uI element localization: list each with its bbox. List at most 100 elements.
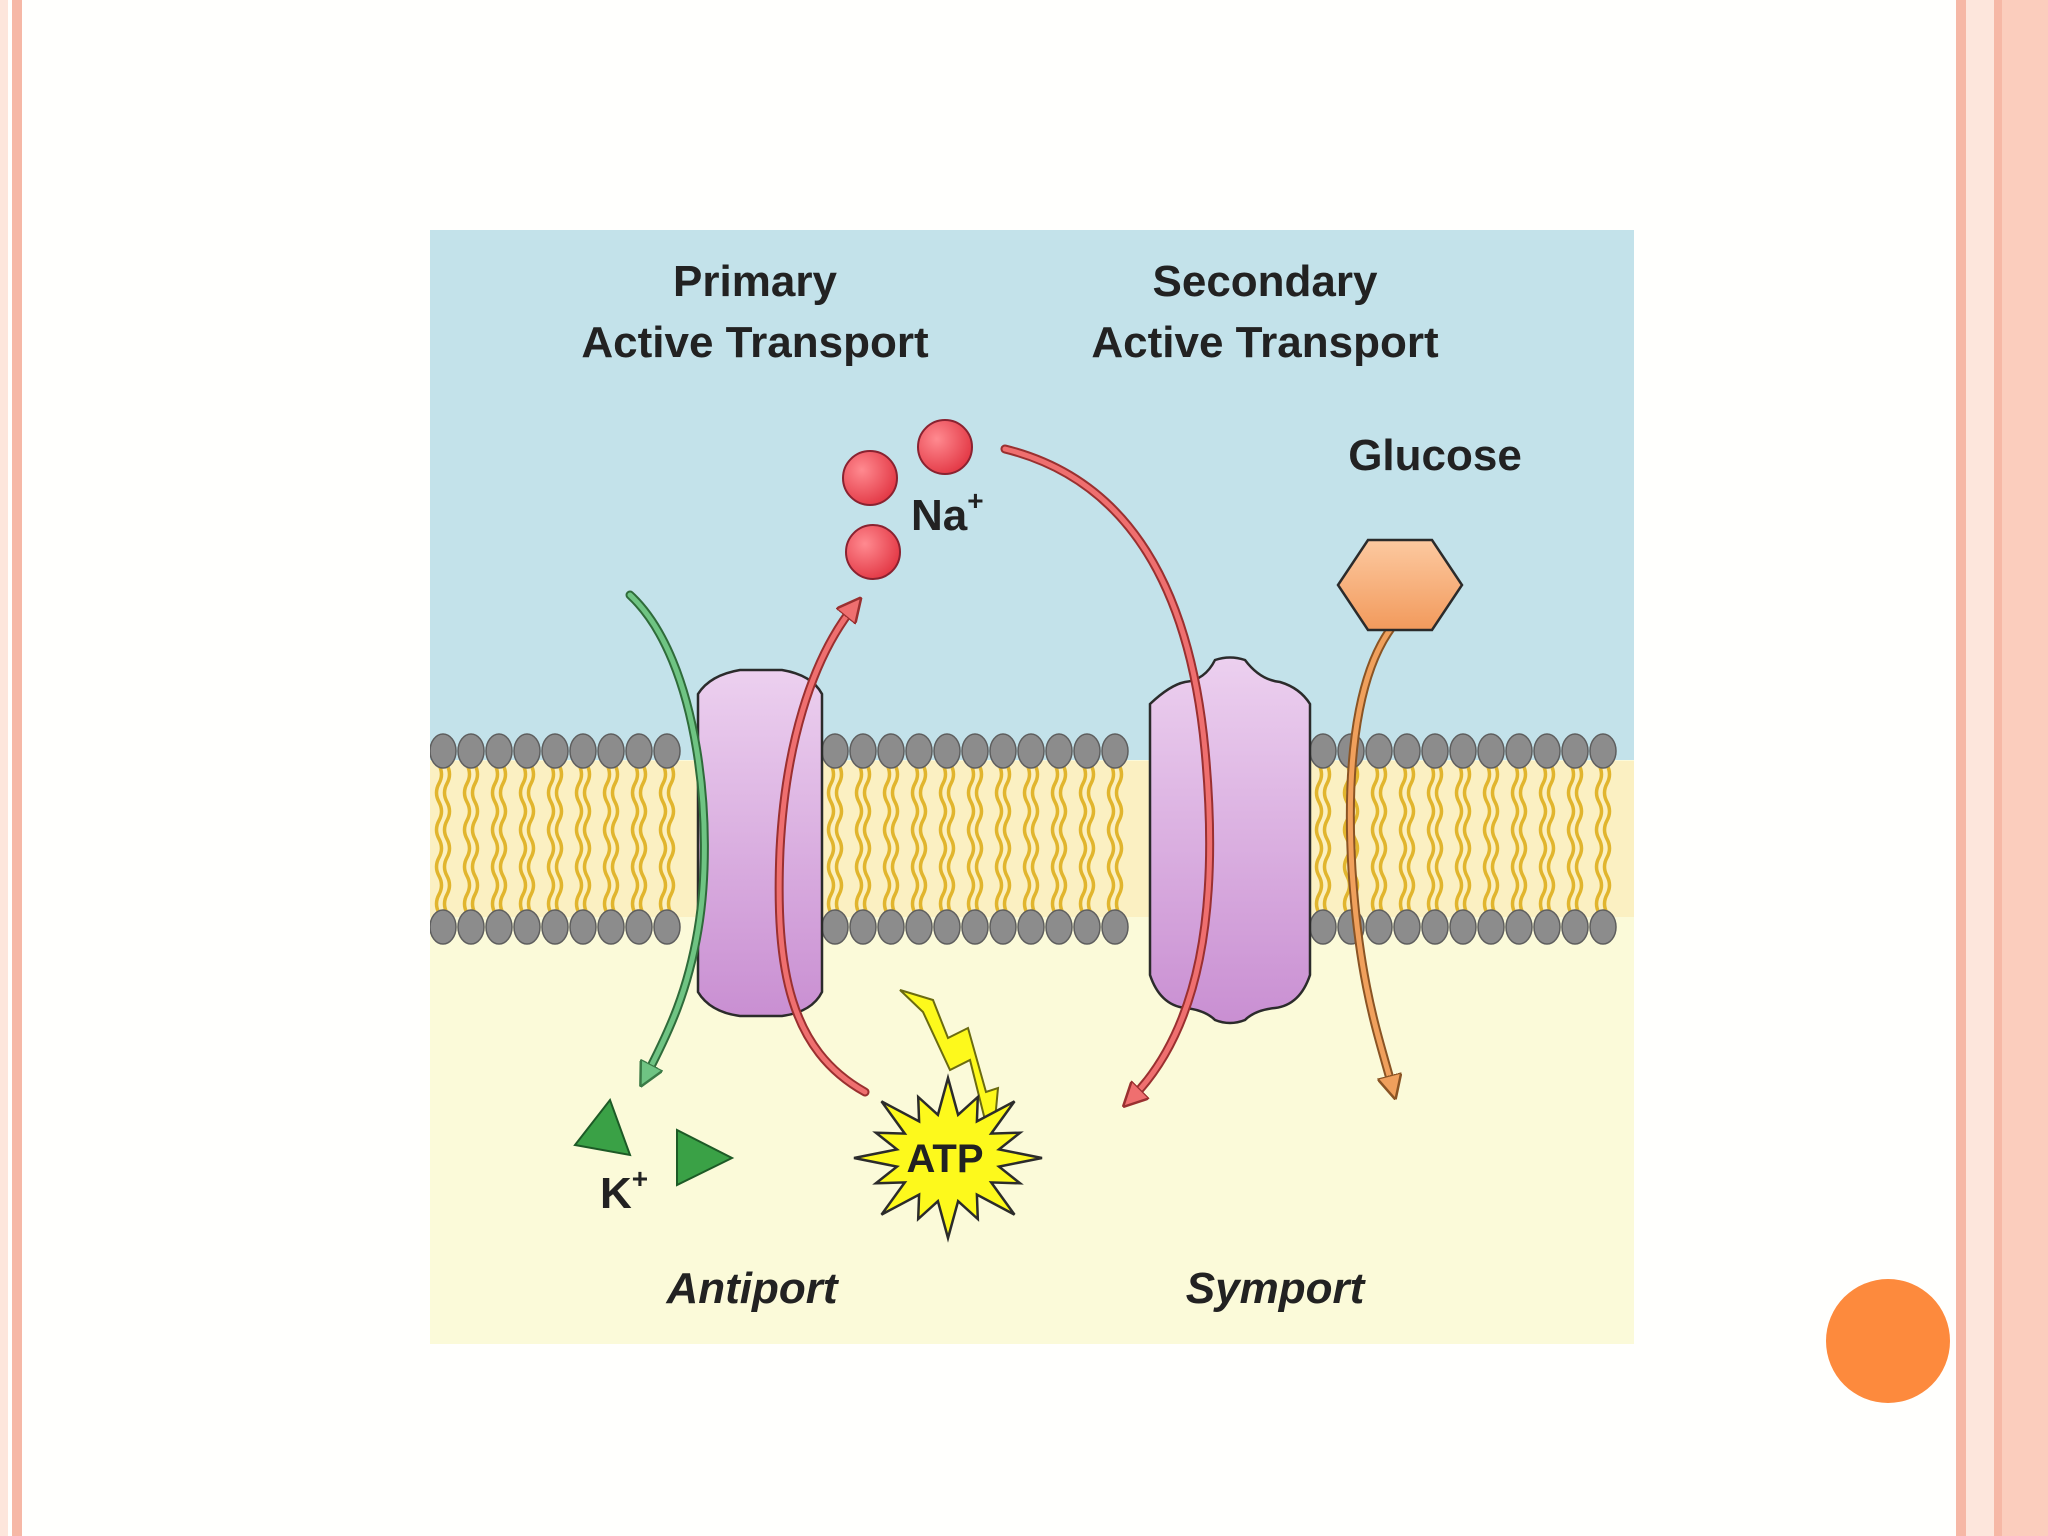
lipid-tail: [1462, 764, 1472, 914]
lipid-head-inner: [905, 909, 933, 945]
lipid-tail: [1594, 764, 1604, 914]
lipid-tail: [974, 764, 984, 914]
lipid-head-outer: [1045, 733, 1073, 769]
symport-protein: [1148, 656, 1312, 1025]
left-border-stripe: [12, 0, 22, 1536]
lipid-head-outer: [1073, 733, 1101, 769]
lipid-tail: [946, 764, 956, 914]
potassium-ion-2: [676, 1128, 735, 1187]
symport-label: Symport: [1186, 1264, 1367, 1313]
lipid-head-inner: [1365, 909, 1393, 945]
sodium-charge: +: [967, 485, 983, 516]
lipid-tail: [1510, 764, 1520, 914]
lipid-head-inner: [1477, 909, 1505, 945]
lipid-head-inner: [513, 909, 541, 945]
sodium-out-arrow-fill: [776, 605, 868, 1095]
lipid-head-outer: [905, 733, 933, 769]
lipid-tail: [918, 764, 928, 914]
sodium-symbol: Na: [911, 491, 968, 540]
lipid-tail: [966, 764, 976, 914]
lipid-head-outer: [1309, 733, 1337, 769]
lipid-head-inner: [1561, 909, 1589, 945]
lipid-head-inner: [1533, 909, 1561, 945]
active-transport-diagram: Primary Active Transport Secondary Activ…: [430, 230, 1634, 1344]
lipid-tail: [574, 764, 584, 914]
lipid-tail: [658, 764, 668, 914]
lipid-head-inner: [653, 909, 681, 945]
sodium-in-arrow-fill: [1002, 446, 1213, 1100]
lipid-head-inner: [877, 909, 905, 945]
right-border-stripe-2: [1994, 0, 2002, 1536]
lipid-tail: [666, 764, 676, 914]
lipid-tail: [1378, 764, 1388, 914]
lipid-tail: [1546, 764, 1556, 914]
potassium-charge: +: [632, 1163, 648, 1194]
lipid-tail: [518, 764, 528, 914]
lipid-head-outer: [1421, 733, 1449, 769]
lipid-tail: [826, 764, 836, 914]
lipid-tail: [1002, 764, 1012, 914]
glucose-molecule: [1336, 538, 1464, 632]
lipid-tail: [470, 764, 480, 914]
lipid-head-inner: [961, 909, 989, 945]
right-border-fill: [2002, 0, 2048, 1536]
lipid-head-inner: [625, 909, 653, 945]
lipid-head-outer: [1505, 733, 1533, 769]
lipid-head-inner: [1505, 909, 1533, 945]
lipid-tail: [1370, 764, 1380, 914]
lipid-head-outer: [513, 733, 541, 769]
energy-bolt: [899, 989, 1000, 1121]
atp-starburst: [853, 1073, 1043, 1243]
lipid-tail: [1030, 764, 1040, 914]
lipid-head-outer: [849, 733, 877, 769]
lipid-tail: [1050, 764, 1060, 914]
primary-title-line2: Active Transport: [581, 318, 929, 367]
lipid-tail: [1574, 764, 1584, 914]
primary-title-line1: Primary: [673, 257, 837, 306]
lipid-head-inner: [430, 909, 457, 945]
lipid-head-outer: [1533, 733, 1561, 769]
potassium-symbol: K: [600, 1169, 632, 1218]
lipid-head-outer: [653, 733, 681, 769]
secondary-title-line2: Active Transport: [1091, 318, 1439, 367]
antiport-label: Antiport: [665, 1264, 839, 1313]
lipid-head-inner: [1421, 909, 1449, 945]
lipid-head-inner: [485, 909, 513, 945]
lipid-head-inner: [989, 909, 1017, 945]
lipid-tail: [882, 764, 892, 914]
lipid-tail: [1086, 764, 1096, 914]
lipid-tail: [602, 764, 612, 914]
sodium-ion-3: [845, 524, 901, 580]
lipid-head-outer: [1365, 733, 1393, 769]
potassium-in-arrow-fill: [627, 592, 707, 1078]
lipid-head-inner: [1073, 909, 1101, 945]
lipid-tail: [462, 764, 472, 914]
lipid-head-outer: [625, 733, 653, 769]
lipid-tail: [1602, 764, 1612, 914]
lipid-head-outer: [1101, 733, 1129, 769]
lipid-head-inner: [1449, 909, 1477, 945]
left-border-light: [0, 0, 8, 1536]
lipid-head-inner: [821, 909, 849, 945]
lipid-tail: [1398, 764, 1408, 914]
lipid-head-outer: [1393, 733, 1421, 769]
lipid-tail: [854, 764, 864, 914]
accent-dot: [1826, 1279, 1950, 1403]
lipid-tail: [1538, 764, 1548, 914]
glucose-label: Glucose: [1348, 431, 1522, 480]
lipid-tail: [630, 764, 640, 914]
lipid-tail: [1490, 764, 1500, 914]
slide-border-right: [1956, 0, 2048, 1536]
lipid-tail: [1566, 764, 1576, 914]
lipid-head-outer: [1449, 733, 1477, 769]
lipid-tail: [1314, 764, 1324, 914]
lipid-head-outer: [933, 733, 961, 769]
lipid-head-inner: [1393, 909, 1421, 945]
sodium-label: Na+: [911, 485, 984, 540]
lipid-tail: [546, 764, 556, 914]
lipid-head-outer: [877, 733, 905, 769]
lipid-tail: [498, 764, 508, 914]
membrane-core-2: [1310, 761, 1634, 917]
lipid-head-outer: [989, 733, 1017, 769]
lipid-head-inner: [457, 909, 485, 945]
